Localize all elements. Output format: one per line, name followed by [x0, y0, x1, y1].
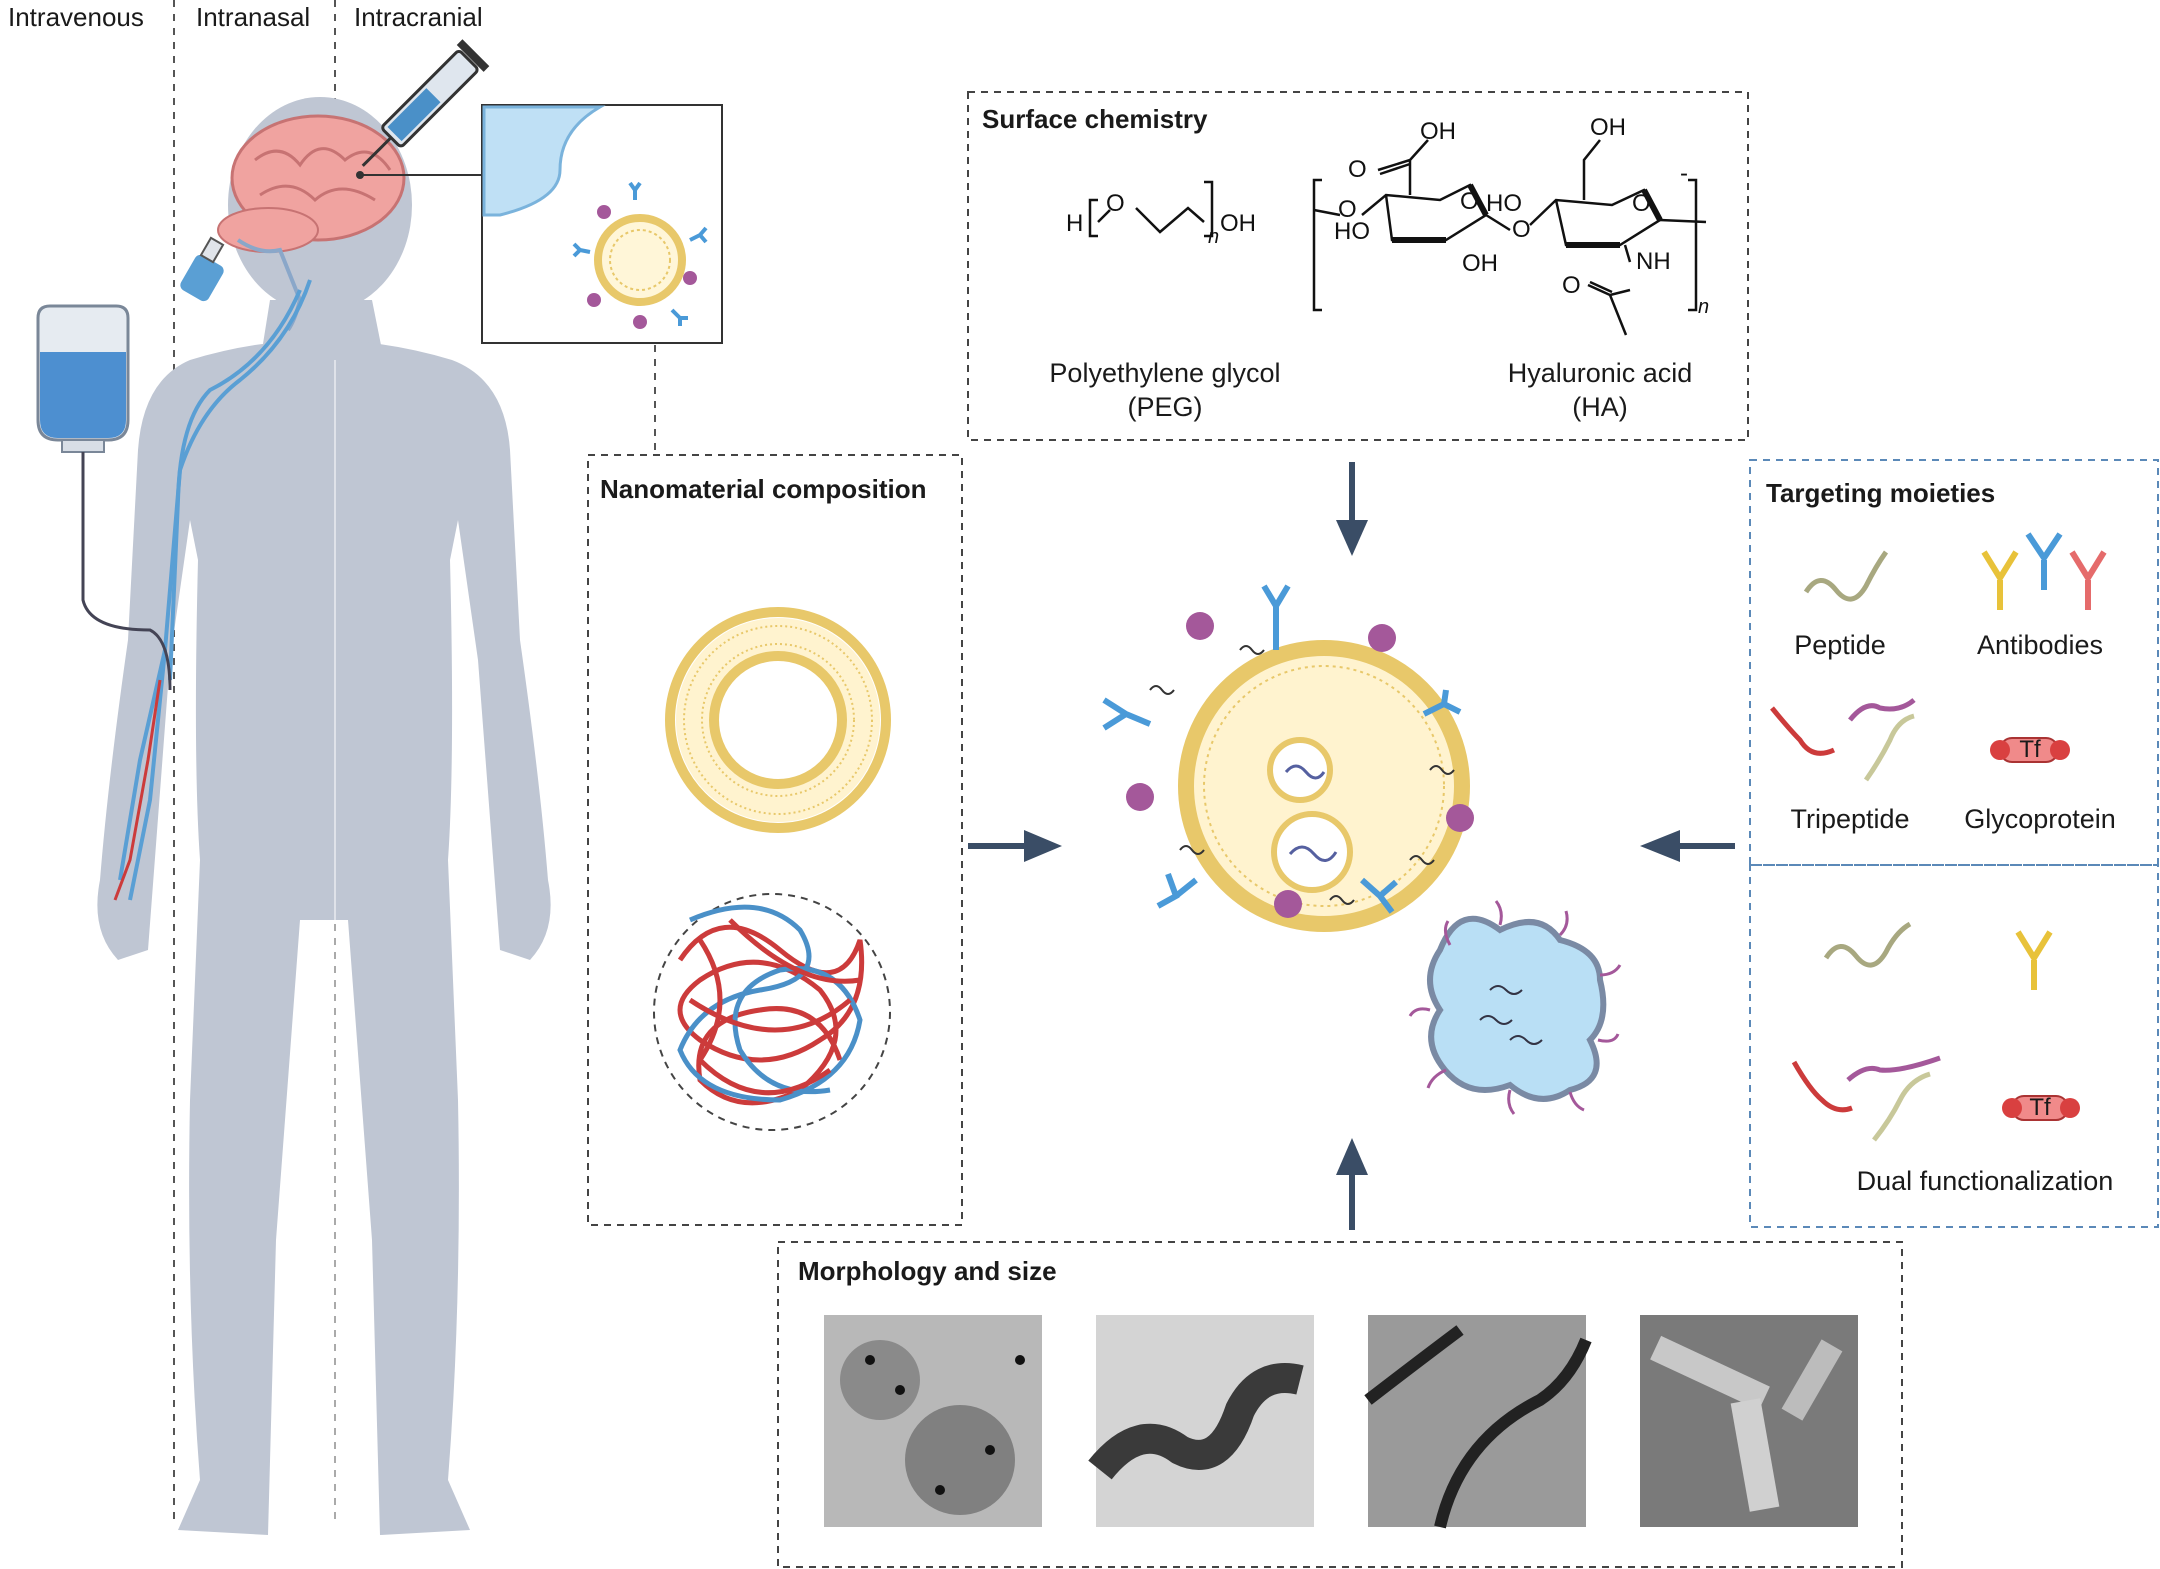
- amoeboid-nanoparticle: [1408, 900, 1622, 1115]
- artery: [113, 679, 162, 901]
- ha-nh: NH: [1636, 248, 1671, 275]
- dual-peptide-icon: [1823, 921, 1912, 968]
- peg-oh: OH: [1220, 210, 1256, 237]
- surface-chemistry-box: [967, 91, 1749, 441]
- micrograph-4: [1640, 1315, 1858, 1527]
- micrograph-1: [824, 1315, 1042, 1527]
- polymer-nanoparticle: [653, 893, 891, 1131]
- peg-structure: [1088, 180, 1214, 238]
- inset-cell: [482, 105, 606, 217]
- dual-antibody-icon: [2015, 930, 2053, 990]
- peg-name: Polyethylene glycol: [1049, 358, 1281, 388]
- antibodies-label: Antibodies: [1976, 630, 2104, 660]
- ha-ho-left: HO: [1334, 218, 1370, 245]
- iv-bag-icon: [36, 304, 172, 691]
- ha-o-ring2: O: [1632, 190, 1651, 217]
- glycoprotein-label: Glycoprotein: [1964, 804, 2116, 834]
- ha-n: n: [1698, 296, 1710, 318]
- route-intranasal-label: Intranasal: [196, 2, 311, 32]
- dual-glycoprotein-icon: [2002, 1095, 2080, 1121]
- antibodies-icon: [1981, 532, 2107, 610]
- route-intravenous-label: Intravenous: [8, 2, 144, 32]
- dual-functionalization-label: Dual functionalization: [1856, 1166, 2114, 1196]
- central-nanoparticle: [1126, 612, 1474, 932]
- tf-label: Tf: [2019, 736, 2041, 763]
- ha-ho-mid: HO: [1486, 190, 1522, 217]
- peptide-label: Peptide: [1794, 630, 1886, 660]
- ha-o-link: O: [1338, 196, 1357, 223]
- tripeptide-icon: [1770, 698, 1916, 782]
- ha-oh-ch2: OH: [1590, 114, 1626, 141]
- ha-abbr: (HA): [1572, 392, 1628, 422]
- morphology-box: [777, 1241, 1903, 1568]
- tripeptide-label: Tripeptide: [1790, 804, 1910, 834]
- peptide-icon: [1803, 550, 1889, 602]
- ha-oh-top: OH: [1420, 118, 1456, 145]
- flow-arrows: [968, 462, 1735, 1230]
- composition-title: Nanomaterial composition: [600, 474, 927, 504]
- glycoprotein-icon: [1990, 737, 2070, 763]
- ha-minus: -: [1680, 160, 1688, 187]
- ha-o-acetyl: O: [1562, 272, 1581, 299]
- dual-box: [1749, 864, 2159, 1228]
- nasal-spray-icon: [180, 236, 225, 302]
- peg-chains: [1149, 645, 1455, 905]
- ha-oh-bottom: OH: [1462, 250, 1498, 277]
- targeting-title: Targeting moieties: [1766, 478, 1996, 508]
- inset-nanoparticle: [572, 181, 708, 329]
- antibody-ligands: [1102, 584, 1462, 914]
- ha-o-ring1: O: [1460, 188, 1479, 215]
- peg-n: n: [1208, 226, 1220, 248]
- dual-tripeptide-icon: [1791, 1055, 1941, 1142]
- surface-chemistry-title: Surface chemistry: [982, 104, 1208, 134]
- targeting-box: [1749, 459, 2159, 866]
- route-intracranial-label: Intracranial: [354, 2, 483, 32]
- peg-o: O: [1106, 190, 1125, 217]
- peg-abbr: (PEG): [1127, 392, 1203, 422]
- composition-box: [587, 454, 963, 1226]
- ha-o-eq: O: [1348, 156, 1367, 183]
- dual-tf-label: Tf: [2029, 1094, 2051, 1121]
- liposome: [665, 607, 891, 833]
- blood-vessels: [118, 279, 312, 901]
- ha-o-gly: O: [1512, 216, 1531, 243]
- ha-structure: [1312, 139, 1707, 336]
- micrograph-3: [1364, 1315, 1592, 1529]
- syringe-icon: [361, 39, 490, 167]
- micrograph-2: [1088, 1315, 1314, 1527]
- ha-name: Hyaluronic acid: [1507, 358, 1693, 388]
- morphology-title: Morphology and size: [798, 1256, 1057, 1286]
- peg-h: H: [1066, 210, 1084, 237]
